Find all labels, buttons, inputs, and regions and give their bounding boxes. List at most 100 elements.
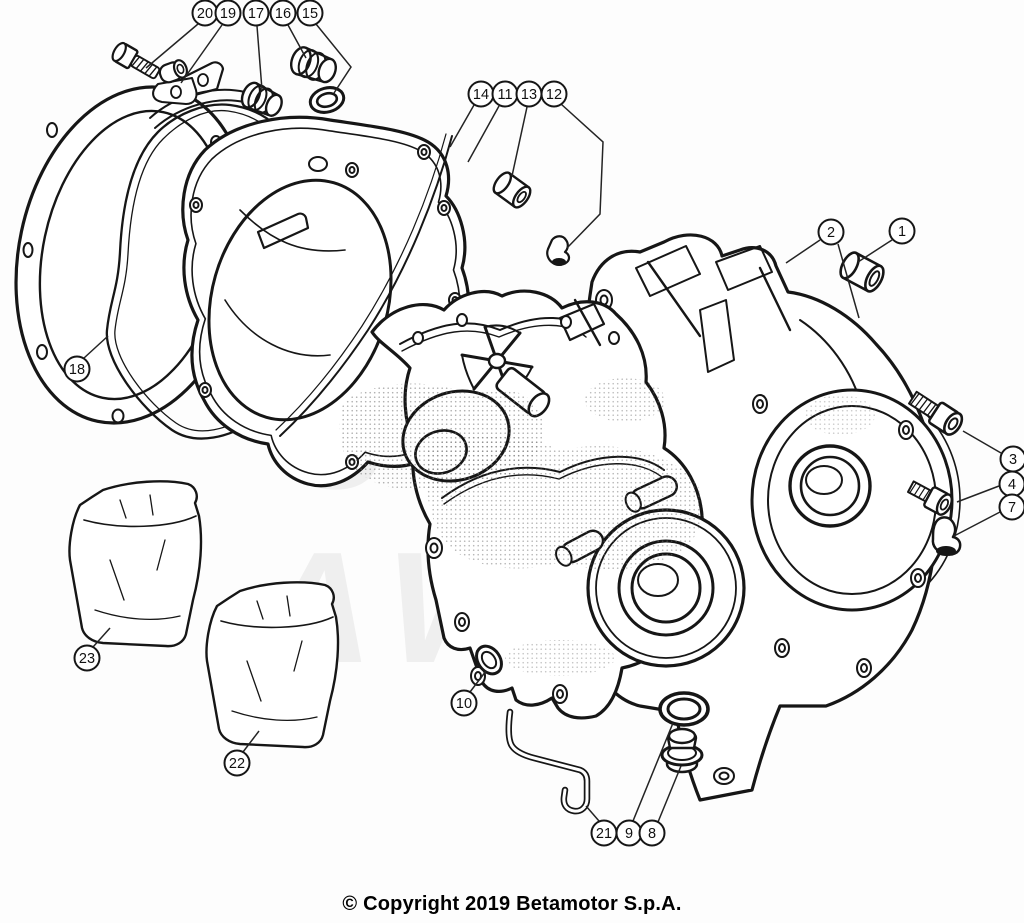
callout-19[interactable]: 19 [180,0,242,84]
callout-14[interactable]: 14 [449,80,495,148]
leader-line [657,765,682,823]
callout-circle [63,355,91,383]
callout-number: 14 [473,87,489,103]
leader-line [242,730,260,753]
callout-number: 2 [827,225,835,241]
bolt-3 [908,390,964,436]
breather-pipe-21 [505,708,591,815]
leader-line [145,23,199,69]
bushing-1 [839,251,885,293]
callout-number: 17 [248,6,264,22]
callout-13[interactable]: 13 [511,80,543,177]
leader-line [956,485,1000,503]
callout-circle [817,218,845,246]
callout-number: 1 [898,224,906,240]
callout-4[interactable]: 4 [956,470,1024,503]
gasket-thin [275,133,453,437]
leader-line [92,627,111,648]
callout-circle [998,493,1024,521]
leader-line [785,239,821,264]
callout-circle [296,0,324,27]
elbow-12 [546,235,571,266]
callout-circle [73,644,101,672]
leader-line [287,24,307,59]
bolt-4 [906,480,953,516]
callout-2[interactable]: 2 [785,218,860,319]
leader-line [560,103,604,249]
leader-line [857,239,893,263]
parts-bag-23 [68,480,203,648]
callout-number: 12 [546,87,562,103]
plug-16 [289,46,337,84]
leader-line [315,23,352,94]
callout-number: 3 [1009,452,1017,468]
leader-line [256,25,263,91]
callout-number: 10 [456,696,472,712]
callout-number: 22 [229,756,245,772]
callout-circle [269,0,297,27]
grommet-19 [152,59,198,105]
leader-line [837,243,860,319]
callout-18[interactable]: 18 [63,335,109,383]
callout-number: 9 [625,826,633,842]
callout-number: 16 [275,6,291,22]
callout-17[interactable]: 17 [242,0,270,91]
plug-17 [240,81,283,117]
leader-line [467,105,500,163]
callout-23[interactable]: 23 [73,627,111,672]
parts-bag-22 [205,581,340,749]
callout-number: 23 [79,651,95,667]
callout-number: 13 [521,87,537,103]
callout-circle [223,749,251,777]
callout-number: 4 [1008,477,1016,493]
callout-20[interactable]: 20 [145,0,219,69]
leader-line [449,104,475,148]
cover-stud [256,212,310,250]
callout-7[interactable]: 7 [953,493,1024,537]
callout-number: 11 [497,87,512,103]
callout-8[interactable]: 8 [638,765,682,847]
callout-circle [214,0,242,27]
o-ring-10 [475,644,503,676]
callout-number: 15 [302,6,318,22]
small-parts [111,41,964,815]
leader-line [953,511,1001,537]
callout-9[interactable]: 9 [615,722,674,847]
copyright-text: © Copyright 2019 Betamotor S.p.A. [342,893,682,915]
callout-3[interactable]: 3 [962,430,1024,473]
leader-line [511,106,528,177]
callout-number: 7 [1008,500,1016,516]
callout-number: 21 [596,826,612,842]
callout-number: 8 [648,826,656,842]
callout-circle [242,0,270,27]
leader-line [962,430,1002,454]
callout-number: 20 [197,6,213,22]
leader-line [585,805,600,822]
callout-1[interactable]: 1 [857,217,916,263]
callout-number: 19 [220,6,236,22]
leader-line [83,335,109,359]
callout-circle [888,217,916,245]
halftone-shading [339,378,875,676]
callout-16[interactable]: 16 [269,0,307,59]
leader-line [180,24,223,84]
leader-line [632,722,674,822]
bushing-13 [492,171,532,209]
screw-20 [111,41,161,80]
callout-circle [638,819,666,847]
callout-22[interactable]: 22 [223,730,260,777]
callout-12[interactable]: 12 [540,80,604,249]
callout-number: 18 [69,362,85,378]
elbow-7 [931,516,962,556]
leader-line [469,670,487,693]
callout-circle [450,689,478,717]
callout-15[interactable]: 15 [296,0,352,94]
plug-8 [660,727,704,774]
callout-10[interactable]: 10 [450,670,487,717]
callout-circle [540,80,568,108]
callout-21[interactable]: 21 [585,805,618,847]
o-ring-15 [308,86,346,114]
